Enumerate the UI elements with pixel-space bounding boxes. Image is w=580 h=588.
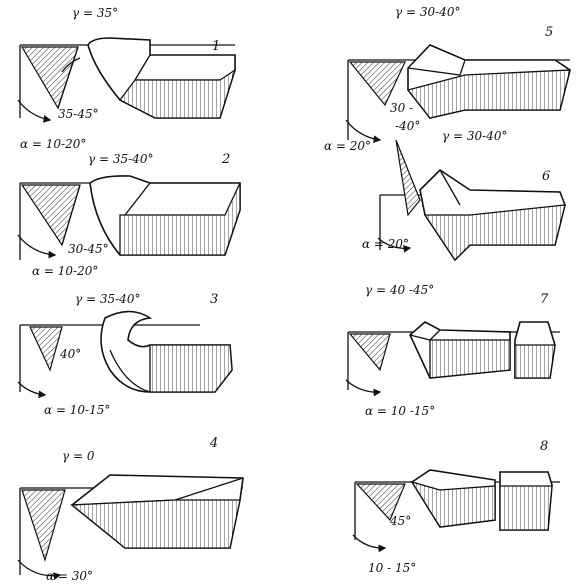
tool-5-alpha: α = 20°	[324, 139, 371, 153]
tool-6-profile-wedge	[395, 139, 421, 217]
tool-1-profile-wedge	[20, 46, 79, 110]
tool-8: 45° 10 - 15° 8	[352, 439, 560, 575]
tool-5-gamma: γ = 30-40°	[395, 5, 460, 19]
tool-7: γ = 40 -45° α = 10 -15° 7	[345, 283, 560, 418]
tool-2-number: 2	[221, 152, 230, 167]
tool-3-number: 3	[210, 292, 218, 307]
tool-6: -40° γ = 30-40° α = 20° 6	[362, 119, 566, 262]
tool-2-wedge-angle: 30-45°	[68, 242, 109, 256]
tool-5: γ = 30-40° 30 - α = 20° 5	[324, 5, 571, 153]
tool-7-gamma: γ = 40 -45°	[365, 283, 434, 297]
tool-4-number: 4	[209, 436, 218, 451]
tool-2: γ = 35-40° 30-45° α = 10-20° 2	[17, 152, 241, 278]
tool-7-alpha: α = 10 -15°	[365, 404, 435, 418]
tool-5-profile-wedge	[348, 61, 406, 107]
tool-1-gamma: γ = 35°	[72, 6, 118, 20]
tool-1: γ = 35° 35-45° α = 10-20° 1	[17, 6, 237, 151]
tool-4-profile-wedge	[21, 489, 66, 563]
tool-6-gamma: γ = 30-40°	[442, 129, 507, 143]
tool-1-number: 1	[212, 39, 220, 54]
tool-6-wedge-angle: -40°	[395, 119, 420, 133]
tool-8-wedge-angle: 45°	[389, 514, 411, 528]
tool-6-number: 6	[542, 169, 550, 184]
tool-4: γ = 0 α = 30° 4	[17, 436, 244, 583]
tool-3-gamma: γ = 35-40°	[75, 292, 140, 306]
tool-8-profile-wedge	[355, 483, 406, 522]
tool-7-profile-wedge	[348, 333, 391, 372]
tool-1-wedge-angle: 35-45°	[58, 107, 99, 121]
tool-3-profile-wedge	[29, 326, 63, 372]
tool-1-alpha: α = 10-20°	[20, 137, 86, 151]
tool-5-wedge-angle: 30 -	[390, 101, 413, 115]
tool-4-gamma: γ = 0	[62, 449, 95, 463]
tool-2-alpha: α = 10-20°	[32, 264, 98, 278]
tool-5-number: 5	[545, 25, 553, 40]
tool-8-alpha: 10 - 15°	[368, 561, 416, 575]
tool-7-number: 7	[540, 292, 549, 307]
tool-8-number: 8	[540, 439, 548, 454]
tool-2-gamma: γ = 35-40°	[88, 152, 153, 166]
tool-6-alpha: α = 20°	[362, 237, 409, 251]
tool-3-alpha: α = 10-15°	[44, 403, 110, 417]
tool-3: γ = 35-40° 40° α = 10-15° 3	[17, 292, 233, 417]
tool-3-wedge-angle: 40°	[59, 347, 81, 361]
tool-4-alpha: α = 30°	[46, 569, 93, 583]
